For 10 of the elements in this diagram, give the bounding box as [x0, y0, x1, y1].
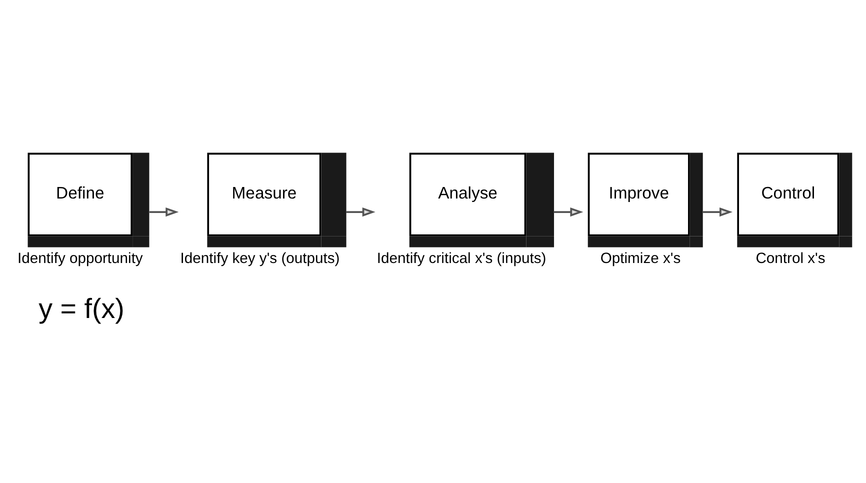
node-label: Optimize x's	[600, 250, 681, 267]
arrow	[554, 208, 584, 217]
arrow	[346, 208, 376, 217]
node-label: Control x's	[756, 250, 826, 267]
arrow	[702, 208, 733, 217]
node-label: Identify key y's (outputs)	[180, 250, 340, 267]
node-label: Identify opportunity	[18, 250, 143, 267]
arrow	[149, 208, 179, 217]
label: y = f(x)	[38, 293, 124, 324]
node-label: Identify critical x's (inputs)	[376, 250, 546, 267]
